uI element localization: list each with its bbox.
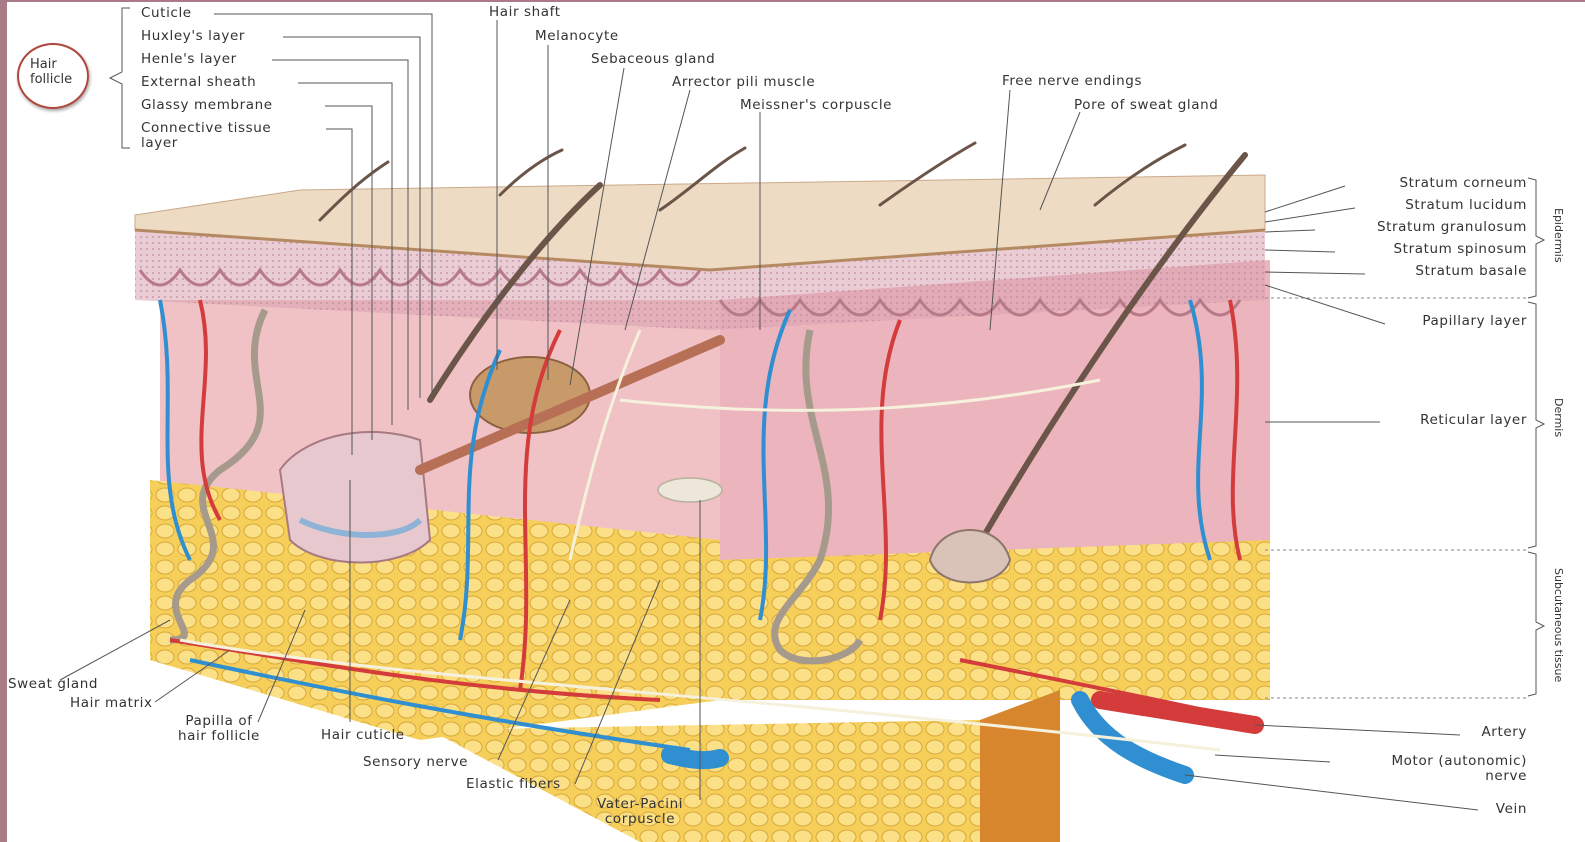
- label-papillary-layer: Papillary layer: [1422, 314, 1527, 329]
- label-vater-line1: Vater-Pacini: [597, 797, 683, 812]
- label-stratum-granulosum: Stratum granulosum: [1377, 220, 1527, 235]
- label-external-sheath: External sheath: [141, 75, 256, 90]
- vater-pacini-corpuscle: [658, 478, 722, 502]
- label-elastic-fibers: Elastic fibers: [466, 777, 561, 792]
- label-connective-tissue: Connective tissue: [141, 121, 271, 136]
- label-papilla-line2: hair follicle: [178, 729, 260, 744]
- hair-follicle-bulb: [280, 432, 430, 563]
- label-stratum-corneum: Stratum corneum: [1399, 176, 1527, 191]
- label-epidermis: Epidermis: [1552, 208, 1565, 263]
- label-papilla-line1: Papilla of: [178, 714, 260, 729]
- label-henles-layer: Henle's layer: [141, 52, 237, 67]
- label-motor-nerve: Motor (autonomic) nerve: [1391, 754, 1527, 784]
- label-meissners-corpuscle: Meissner's corpuscle: [740, 98, 892, 113]
- label-motor-nerve-line2: nerve: [1391, 769, 1527, 784]
- label-melanocyte: Melanocyte: [535, 29, 619, 44]
- artery-vessel: [1100, 700, 1255, 725]
- label-vater-line2: corpuscle: [597, 812, 683, 827]
- label-connective-tissue-layer: layer: [141, 136, 178, 151]
- label-hair-shaft: Hair shaft: [489, 5, 561, 20]
- label-free-nerve-endings: Free nerve endings: [1002, 74, 1142, 89]
- fat-cut-face: [980, 690, 1060, 842]
- label-motor-nerve-line1: Motor (autonomic): [1391, 754, 1527, 769]
- label-stratum-spinosum: Stratum spinosum: [1394, 242, 1528, 257]
- label-papilla-of-hair-follicle: Papilla of hair follicle: [178, 714, 260, 744]
- label-artery: Artery: [1481, 725, 1527, 740]
- hair-follicle-title-line2: follicle: [30, 72, 72, 87]
- label-dermis: Dermis: [1552, 398, 1565, 437]
- label-huxleys-layer: Huxley's layer: [141, 29, 245, 44]
- vein-vessel-front: [670, 755, 720, 760]
- region-dividers: [1265, 298, 1528, 698]
- label-vein: Vein: [1496, 802, 1527, 817]
- label-hair-matrix: Hair matrix: [70, 696, 153, 711]
- label-cuticle: Cuticle: [141, 6, 192, 21]
- label-subcutaneous-tissue: Subcutaneous tissue: [1552, 568, 1565, 682]
- label-stratum-basale: Stratum basale: [1415, 264, 1527, 279]
- hair-follicle-title-line1: Hair: [30, 57, 72, 72]
- label-arrector-pili: Arrector pili muscle: [672, 75, 815, 90]
- label-sensory-nerve: Sensory nerve: [363, 755, 468, 770]
- label-sebaceous-gland: Sebaceous gland: [591, 52, 715, 67]
- hair-follicle-title: Hair follicle: [30, 57, 72, 87]
- label-sweat-gland: Sweat gland: [8, 677, 98, 692]
- label-reticular-layer: Reticular layer: [1420, 413, 1527, 428]
- label-stratum-lucidum: Stratum lucidum: [1405, 198, 1527, 213]
- label-hair-cuticle: Hair cuticle: [321, 728, 405, 743]
- label-glassy-membrane: Glassy membrane: [141, 98, 273, 113]
- label-pore-of-sweat-gland: Pore of sweat gland: [1074, 98, 1218, 113]
- label-vater-pacini-corpuscle: Vater-Pacini corpuscle: [597, 797, 683, 827]
